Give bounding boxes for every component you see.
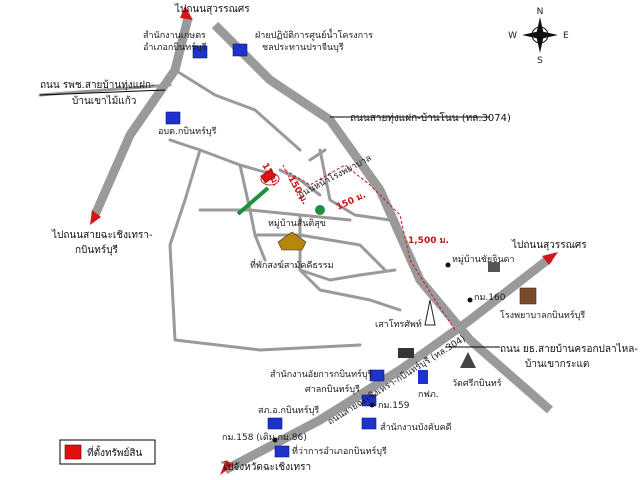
dim-line-150a: [282, 164, 301, 201]
label-obt: อบต.กบินทร์บุรี: [158, 125, 217, 137]
buildings: [165, 43, 537, 458]
label-to-chachoengsao-bottom: ไปจังหวัดฉะเชิงเทรา: [221, 461, 311, 473]
label-hospital: โรงพยาบาลกบินทร์บุรี: [500, 309, 585, 321]
label-road-west-2: บ้านเขาไม้แก้ว: [72, 95, 136, 107]
egat-icon: [418, 370, 428, 384]
label-temple-asso: ที่พักสงฆ์สามัคคีธรรม: [250, 258, 334, 271]
label-agri-2: อำเภอกบินทร์บุรี: [143, 41, 207, 53]
label-irrigation-1: ฝ่ายปฏิบัติการศูนย์น้ำโครงการ: [255, 28, 373, 41]
legend: ที่ตั้งทรัพย์สิน: [59, 439, 156, 465]
building-obt-icon: [165, 111, 181, 125]
road-3074: [211, 21, 553, 414]
label-road-west-1: ถนน รพช.สายบ้านทุ่งแฝก-: [40, 79, 155, 91]
building-court-icon: [369, 369, 385, 382]
road-highway-304: [222, 254, 553, 474]
label-km159: กม.159: [378, 401, 410, 411]
building-police-icon: [267, 417, 283, 430]
label-dist-150b: 150 ม.: [335, 190, 368, 212]
label-road-3074: ถนนสายทุ่งแฝก-บ้านโนน (ทล.3074): [350, 111, 511, 124]
temple-right-icon: [460, 352, 476, 368]
label-telecom: เสาโทรศัพท์: [375, 318, 422, 330]
leader-west: [39, 89, 166, 96]
compass-e: E: [563, 31, 569, 41]
km159-marker: [369, 402, 375, 408]
gas-station-icon: [398, 348, 414, 358]
arrow-top-icon: [180, 6, 193, 20]
label-irrigation-2: ชลประทานปราจีนบุรี: [262, 42, 344, 53]
compass-w: W: [508, 31, 517, 41]
km158-marker: [272, 437, 278, 443]
label-km158: กม.158 (เดิม กม.86): [222, 432, 307, 443]
legend-swatch: [64, 444, 82, 460]
label-dist-1500: 1,500 ม.: [408, 236, 449, 246]
building-irrigation-icon: [232, 43, 248, 57]
label-egat: กฟภ.: [418, 390, 439, 400]
label-land-office: สำนักงานบังคับคดี: [380, 422, 452, 433]
label-village-right: หมู่บ้านชัยจินดา: [452, 254, 515, 265]
building-agri-icon: [192, 45, 208, 59]
label-agri-1: สำนักงานเกษตร: [143, 30, 206, 41]
hospital-icon: [519, 287, 537, 305]
arrow-right-icon: [542, 252, 558, 265]
label-km160: กม.160: [474, 293, 506, 303]
label-to-chachoengsao-west-2: กบินทร์บุรี: [75, 244, 119, 256]
arrow-bottom-icon: [220, 460, 234, 475]
building-land-icon: [361, 417, 377, 430]
building-district-icon: [274, 445, 290, 458]
label-district-office: ที่ว่าการอำเภอกบินทร์บุรี: [292, 444, 387, 457]
main-roads: [90, 16, 553, 474]
property-circle: [260, 172, 280, 186]
label-to-suwannason-top: ไปถนนสุวรรณศร: [174, 3, 250, 15]
compass-rose: N S E W: [508, 7, 569, 66]
label-police: สภ.อ.กบินทร์บุรี: [258, 404, 319, 416]
label-temple-right: วัดศรีกบินทร์: [452, 377, 502, 389]
minor-roads: [38, 68, 402, 352]
road-top-suwannason: [90, 16, 193, 217]
label-road-right-2: บ้านเขากระแต: [525, 358, 589, 370]
village-icon: [315, 205, 325, 215]
label-to-chachoengsao-west-1: ไปถนนสายฉะเชิงเทรา-: [51, 229, 153, 241]
road-arrows: [90, 6, 558, 475]
label-court: สำนักงานอัยการกบินทร์บุรี: [270, 368, 373, 380]
compass-n: N: [537, 7, 544, 17]
house-icon: [488, 262, 500, 272]
legend-label: ที่ตั้งทรัพย์สิน: [87, 445, 142, 459]
compass-s: S: [537, 56, 543, 66]
label-to-suwannason-right: ไปถนนสุวรรณศร: [511, 239, 587, 251]
arrow-west-icon: [90, 210, 101, 225]
telecom-tower-icon: [424, 299, 436, 326]
label-village: หมู่บ้านสันติสุข: [268, 218, 326, 229]
label-road-right-1: ถนน ยธ.สายบ้านครอกปลาไหล-: [500, 343, 638, 355]
km160-marker: [467, 297, 473, 303]
green-access-road: [236, 186, 270, 216]
label-court2: ศาลกบินทร์บุรี: [305, 383, 360, 395]
temple-asso-icon: [277, 231, 307, 251]
building-court2-icon: [361, 394, 377, 407]
village-right-icon: [445, 262, 451, 268]
dashed-route: [284, 164, 456, 331]
